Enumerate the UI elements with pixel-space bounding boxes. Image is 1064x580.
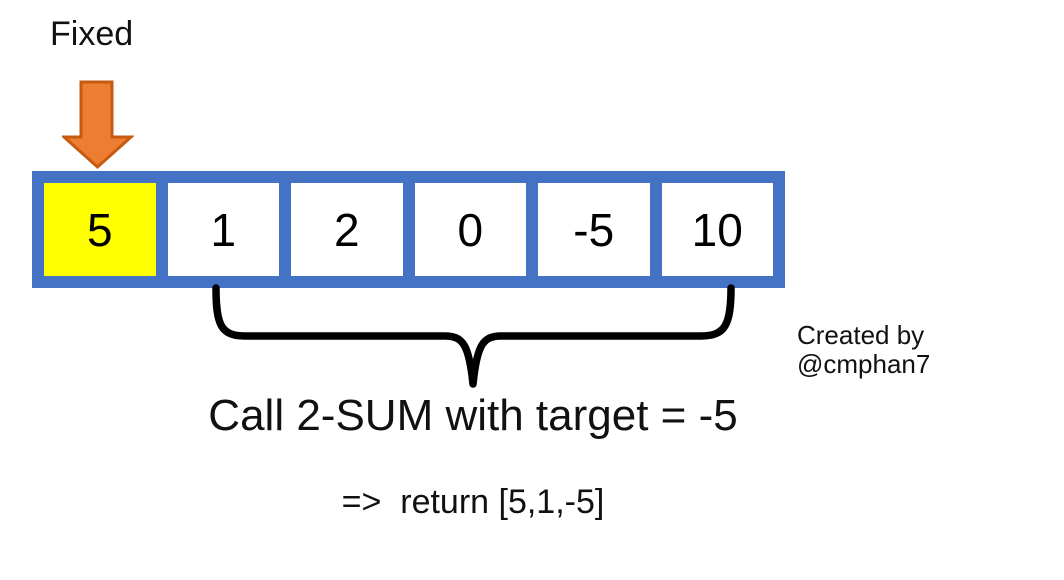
array-cell: 2 — [285, 177, 409, 282]
return-result-text: => return [5,1,-5] — [341, 483, 605, 521]
down-arrow-shape — [60, 80, 135, 170]
array-cell: 0 — [408, 177, 532, 282]
curly-brace-icon — [205, 283, 740, 393]
curly-brace-path — [212, 284, 735, 388]
fixed-label: Fixed — [50, 15, 134, 53]
call-2sum-text: Call 2-SUM with target = -5 — [208, 391, 738, 440]
array-cell: 5 — [38, 177, 162, 282]
array-cell: 10 — [655, 177, 779, 282]
array-cell: 1 — [161, 177, 285, 282]
down-arrow-icon — [60, 79, 135, 171]
credit-text: Created by @cmphan7 — [797, 320, 931, 379]
array-cell: -5 — [532, 177, 656, 282]
